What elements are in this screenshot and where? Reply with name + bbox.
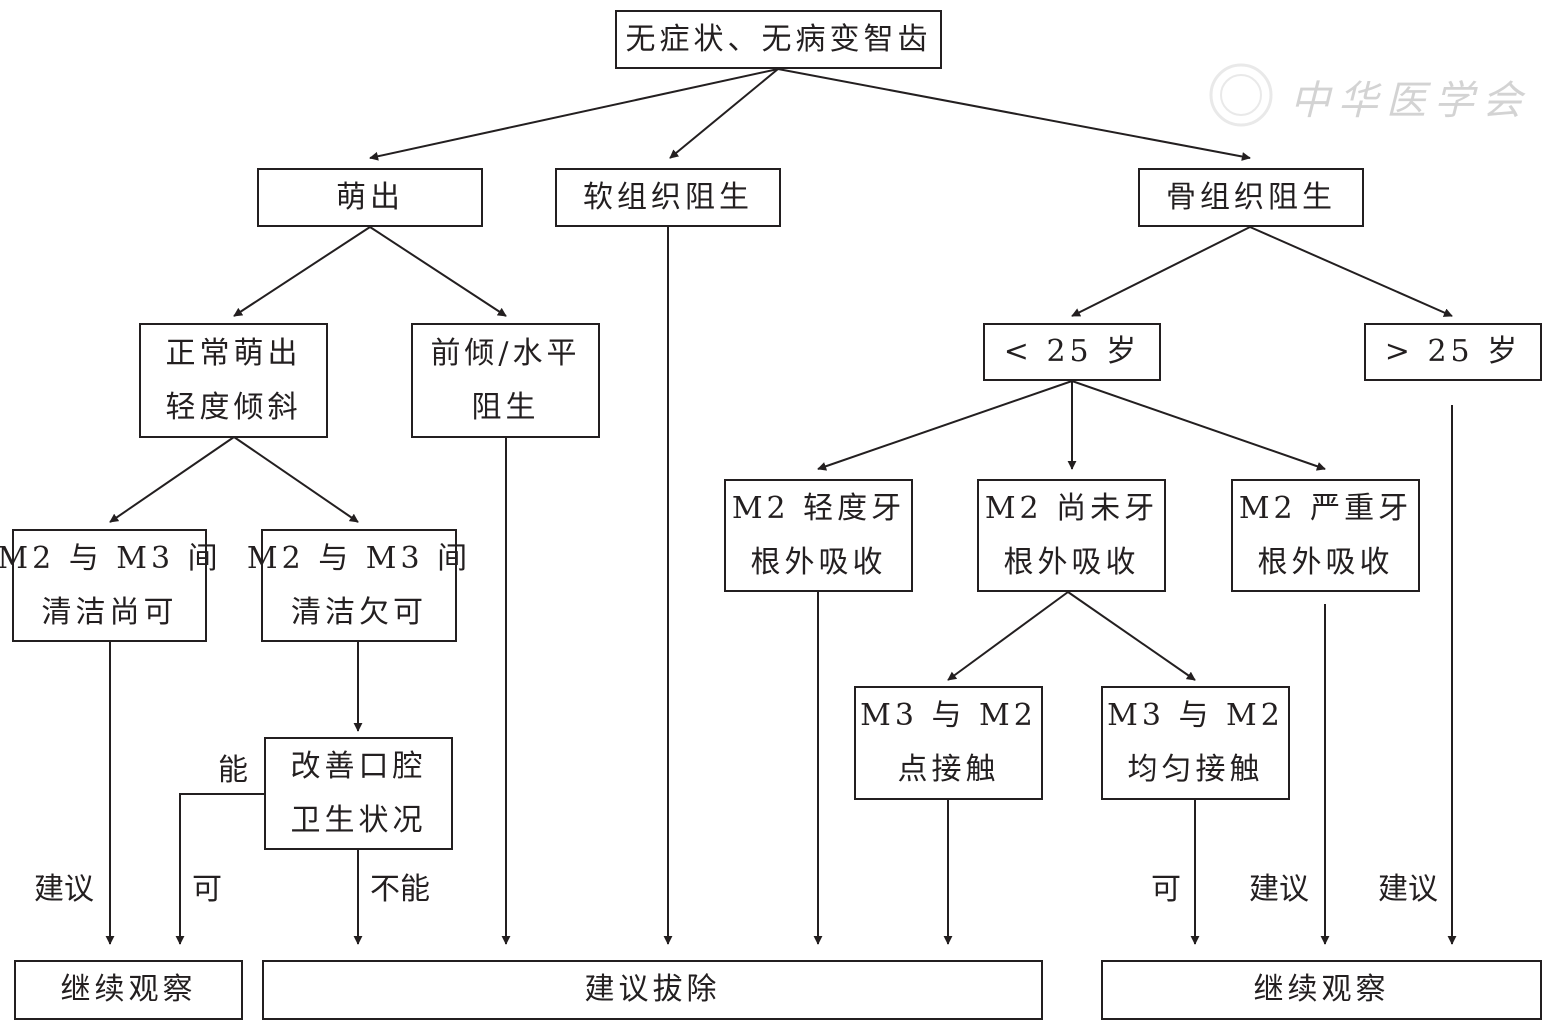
node-improve-hygiene-line2: 卫生状况 — [290, 802, 427, 838]
watermark-text: 中华医学会 — [1290, 78, 1530, 124]
node-m2-no-resorption-line2: 根外吸收 — [1003, 544, 1140, 580]
edge-bone-under25 — [1071, 226, 1251, 317]
node-mesio-horizontal-line2: 阻生 — [471, 389, 540, 425]
node-soft-impacted: 软组织阻生 — [555, 168, 781, 227]
node-m2m3-clean-ok-line1: M2 与 M3 间 — [0, 540, 222, 576]
node-m3m2-even-contact-line2: 均匀接触 — [1127, 752, 1264, 787]
node-m2-severe-resorption-line1: M2 严重牙 — [1238, 490, 1413, 526]
node-erupted: 萌出 — [257, 168, 483, 227]
node-extract-line1: 建议拔除 — [584, 972, 721, 1007]
node-m3m2-point-contact: M3 与 M2 点接触 — [854, 686, 1043, 800]
edge-label-can: 能 — [218, 753, 248, 788]
node-m2-severe-resorption: M2 严重牙 根外吸收 — [1231, 479, 1420, 592]
node-root: 无症状、无病变智齿 — [615, 10, 942, 69]
node-observe-left-line1: 继续观察 — [60, 972, 197, 1007]
node-over25-line1: > 25 岁 — [1384, 334, 1522, 369]
node-normal-erupted-line1: 正常萌出 — [165, 335, 302, 371]
node-m3m2-even-contact-line1: M3 与 M2 — [1107, 698, 1284, 733]
edge-normal-cleanok — [109, 436, 235, 523]
edge-root-erupted — [369, 68, 779, 161]
edge-none-point — [947, 591, 1069, 681]
node-m2m3-clean-poor: M2 与 M3 间 清洁欠可 — [247, 529, 467, 642]
node-m2-mild-resorption-line2: 根外吸收 — [750, 544, 887, 580]
node-under25-line1: < 25 岁 — [1003, 334, 1141, 369]
node-under25: < 25 岁 — [983, 323, 1161, 381]
edge-label-ok-1: 可 — [192, 872, 222, 907]
node-soft-impacted-line1: 软组织阻生 — [583, 179, 753, 215]
edge-label-cannot: 不能 — [370, 872, 430, 907]
node-m2-no-resorption: M2 尚未牙 根外吸收 — [977, 479, 1166, 592]
edge-under25-mild — [817, 380, 1073, 471]
edge-root-soft — [669, 68, 779, 159]
node-normal-erupted: 正常萌出 轻度倾斜 — [139, 323, 328, 438]
node-m2m3-clean-ok-line2: 清洁尚可 — [41, 594, 178, 630]
edge-label-suggest-1: 建议 — [34, 872, 94, 907]
node-mesio-horizontal-line1: 前倾/水平 — [430, 335, 581, 371]
node-bone-impacted: 骨组织阻生 — [1138, 168, 1364, 227]
edge-label-ok-2: 可 — [1151, 872, 1181, 907]
node-m2-mild-resorption: M2 轻度牙 根外吸收 — [724, 479, 913, 592]
node-m2m3-clean-ok: M2 与 M3 间 清洁尚可 — [0, 529, 218, 642]
node-observe-left: 继续观察 — [14, 960, 243, 1020]
edge-none-even — [1067, 591, 1196, 681]
node-observe-right: 继续观察 — [1101, 960, 1542, 1020]
node-over25: > 25 岁 — [1364, 323, 1542, 381]
node-erupted-line1: 萌出 — [336, 179, 404, 215]
edge-label-suggest-2: 建议 — [1249, 872, 1309, 907]
node-mesio-horizontal: 前倾/水平 阻生 — [411, 323, 600, 438]
node-bone-impacted-line1: 骨组织阻生 — [1166, 179, 1336, 215]
edge-under25-severe — [1071, 380, 1326, 471]
edge-erupted-mesio — [369, 226, 507, 317]
node-m3m2-even-contact: M3 与 M2 均匀接触 — [1101, 686, 1290, 800]
node-normal-erupted-line2: 轻度倾斜 — [165, 389, 302, 425]
node-root-line1: 无症状、无病变智齿 — [625, 21, 932, 57]
watermark-seal-icon — [1209, 63, 1273, 127]
node-improve-hygiene: 改善口腔 卫生状况 — [264, 737, 453, 850]
node-m2m3-clean-poor-line1: M2 与 M3 间 — [246, 540, 472, 576]
node-m2m3-clean-poor-line2: 清洁欠可 — [291, 594, 427, 630]
node-observe-right-line1: 继续观察 — [1253, 972, 1390, 1007]
node-improve-hygiene-line1: 改善口腔 — [290, 748, 427, 784]
edge-improve-can-observe — [175, 793, 264, 945]
edge-bone-over25 — [1249, 226, 1453, 317]
edge-root-bone — [777, 68, 1251, 161]
node-m3m2-point-contact-line2: 点接触 — [897, 752, 1000, 787]
edge-normal-cleanpoor — [233, 436, 359, 523]
node-m3m2-point-contact-line1: M3 与 M2 — [860, 698, 1037, 733]
node-m2-no-resorption-line1: M2 尚未牙 — [984, 490, 1159, 526]
edge-label-suggest-3: 建议 — [1378, 872, 1438, 907]
node-m2-severe-resorption-line2: 根外吸收 — [1257, 544, 1394, 580]
edge-erupted-normal — [233, 226, 371, 317]
node-extract: 建议拔除 — [262, 960, 1043, 1020]
node-m2-mild-resorption-line1: M2 轻度牙 — [731, 490, 906, 526]
